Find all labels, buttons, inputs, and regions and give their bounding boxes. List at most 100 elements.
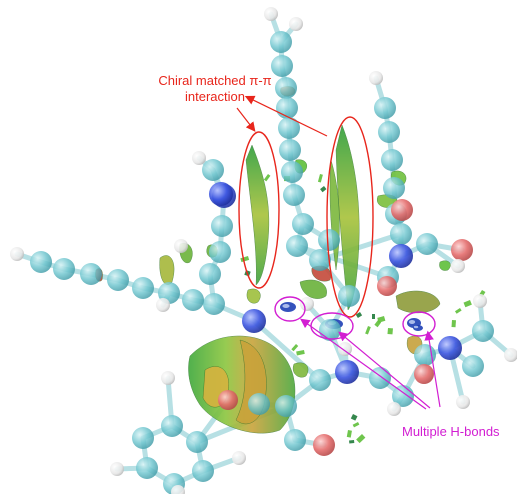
carbon-atom xyxy=(378,121,400,143)
isosurface-fleck xyxy=(317,174,323,183)
oxygen-atom xyxy=(414,364,434,384)
hydrogen-atom xyxy=(156,298,170,312)
carbon-atom xyxy=(161,415,183,437)
hydrogen-atom xyxy=(456,395,470,409)
carbon-atom xyxy=(374,97,396,119)
annotation-arrows xyxy=(236,95,441,410)
hydrogen-atom xyxy=(473,294,487,308)
hbond-isosurface-highlight xyxy=(282,304,290,308)
carbon-atom xyxy=(270,31,292,53)
carbon-atom xyxy=(199,263,221,285)
isosurface-fleck xyxy=(355,312,363,319)
carbon-atom xyxy=(53,258,75,280)
carbon-atom xyxy=(309,369,331,391)
carbon-atom xyxy=(416,233,438,255)
carbon-atom xyxy=(462,355,484,377)
hydrogen-atom xyxy=(192,151,206,165)
hydrogen-atom xyxy=(289,17,303,31)
oxygen-atom xyxy=(377,276,397,296)
oxygen-atom xyxy=(451,239,473,261)
carbon-atom xyxy=(203,293,225,315)
isosurface-fleck xyxy=(451,320,456,328)
bond xyxy=(294,243,391,280)
arrow-icon xyxy=(244,95,328,137)
hydrogen-atom xyxy=(338,342,352,356)
hbond-isosurface xyxy=(413,325,423,331)
arrow-icon xyxy=(300,318,427,410)
isosurface-fleck xyxy=(349,440,355,444)
hydrogen-atom xyxy=(161,371,175,385)
carbon-atom xyxy=(279,139,301,161)
vdw-isosurface xyxy=(439,260,451,271)
carbon-atom xyxy=(275,395,297,417)
carbon-atom xyxy=(381,149,403,171)
carbon-atom xyxy=(309,249,331,271)
annotation-markers xyxy=(238,116,436,340)
carbon-atom xyxy=(275,77,297,99)
carbon-atom xyxy=(284,429,306,451)
carbon-atom xyxy=(338,285,360,307)
arrow-icon xyxy=(338,331,431,409)
hbond-ring-3 xyxy=(402,311,436,337)
isosurface-fleck xyxy=(352,422,360,428)
oxygen-atom xyxy=(218,390,238,410)
nitrogen-atom xyxy=(209,182,233,206)
hbond-ring-1 xyxy=(274,296,306,322)
hydrogen-atom xyxy=(504,348,517,362)
vdw-isosurface xyxy=(159,255,175,285)
carbon-atom xyxy=(132,277,154,299)
carbon-atom xyxy=(186,431,208,453)
carbon-atom xyxy=(318,229,340,251)
isosurface-fleck xyxy=(263,174,271,182)
isosurface-fleck xyxy=(350,414,358,421)
vdw-isosurface xyxy=(395,290,441,314)
carbon-atom xyxy=(472,320,494,342)
carbon-atom xyxy=(30,251,52,273)
carbon-atom xyxy=(248,393,270,415)
isosurface-fleck xyxy=(387,328,393,335)
arrow-icon xyxy=(236,107,256,132)
carbon-atom xyxy=(132,427,154,449)
pi-pi-label: Chiral matched π-π interaction xyxy=(140,73,290,105)
carbon-atom xyxy=(107,269,129,291)
hydrogen-atom xyxy=(110,462,124,476)
isosurface-fleck xyxy=(356,434,366,444)
nitrogen-atom xyxy=(389,244,413,268)
hydrogen-atom xyxy=(232,451,246,465)
vdw-isosurface xyxy=(299,279,327,299)
vdw-isosurface xyxy=(292,362,309,378)
oxygen-atom xyxy=(391,199,413,221)
isosurface-fleck xyxy=(372,314,375,319)
carbon-atom xyxy=(390,223,412,245)
atom-spheres xyxy=(10,7,517,494)
pi-pi-ellipse-right xyxy=(326,116,374,318)
carbon-atom xyxy=(80,263,102,285)
carbon-atom xyxy=(182,289,204,311)
pi-pi-label-line1: Chiral matched π-π xyxy=(158,73,272,88)
isosurface-fleck xyxy=(320,186,327,193)
isosurface-fleck xyxy=(365,326,371,335)
carbon-atom xyxy=(292,213,314,235)
carbon-atom xyxy=(383,177,405,199)
isosurface-fleck xyxy=(291,343,299,352)
nitrogen-atom xyxy=(335,360,359,384)
hydrogen-atom xyxy=(174,239,188,253)
interaction-isosurfaces xyxy=(95,86,486,444)
carbon-atom xyxy=(136,457,158,479)
carbon-atom xyxy=(202,159,224,181)
carbon-atom xyxy=(209,241,231,263)
hydrogen-atom xyxy=(387,402,401,416)
hydrogen-atom xyxy=(369,71,383,85)
carbon-atom xyxy=(278,117,300,139)
isosurface-fleck xyxy=(296,350,305,356)
isosurface-fleck xyxy=(377,315,386,323)
carbon-atom xyxy=(286,235,308,257)
bond xyxy=(251,318,323,383)
hydrogen-atom xyxy=(171,485,185,494)
nitrogen-atom xyxy=(438,336,462,360)
hydrogen-atom xyxy=(300,297,314,311)
isosurface-fleck xyxy=(454,307,462,314)
hydrogen-atom xyxy=(264,7,278,21)
